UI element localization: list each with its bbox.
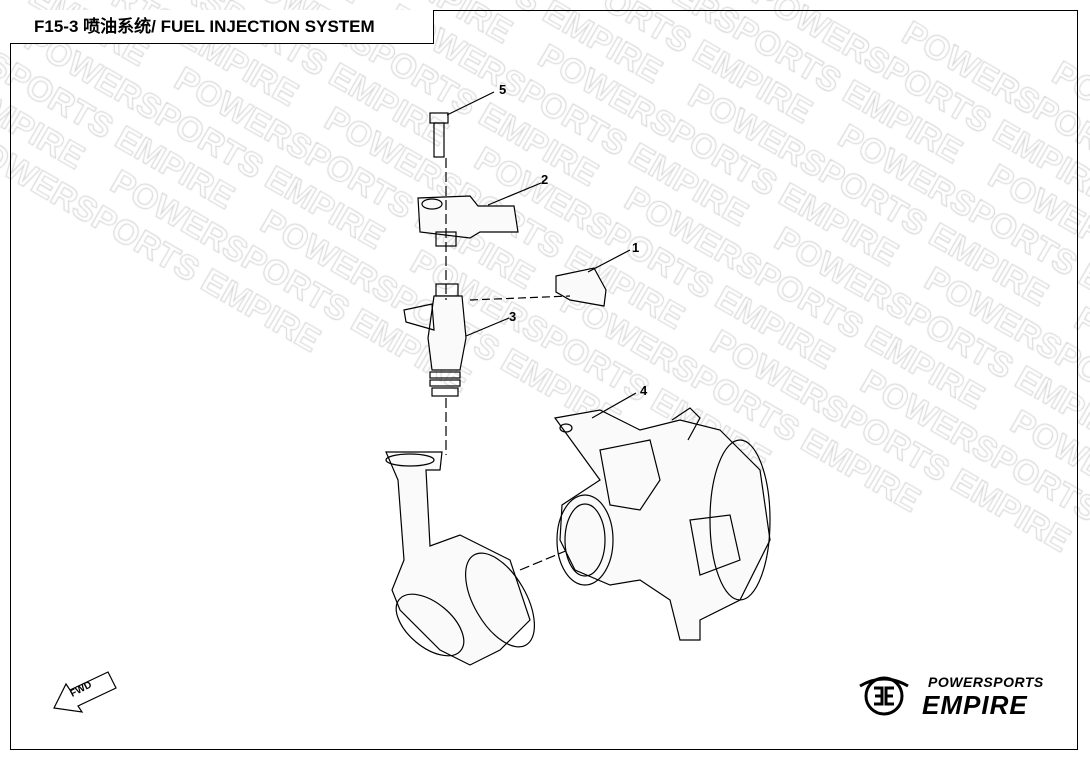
intake-manifold [385,451,581,666]
callout-5: 5 [499,82,507,97]
callout-4: 4 [640,383,648,398]
page-title: F15-3 喷油系统/ FUEL INJECTION SYSTEM [10,10,434,44]
logo-line-1: POWERSPORTS [928,674,1044,690]
part-1-clip [469,249,631,307]
part-5-bolt [429,91,495,158]
part-4-throttle-body [553,392,771,641]
part-3-injector [403,283,510,397]
brand-emblem [859,676,909,716]
callout-3: 3 [509,309,517,324]
callout-1: 1 [632,240,640,255]
fwd-arrow [53,671,117,713]
part-2-fuel-rail [417,182,542,247]
callout-2: 2 [541,172,549,187]
brand-logo: POWERSPORTS EMPIRE [862,672,1062,722]
drawing-frame [10,10,1078,750]
logo-line-2: EMPIRE [922,690,1028,720]
